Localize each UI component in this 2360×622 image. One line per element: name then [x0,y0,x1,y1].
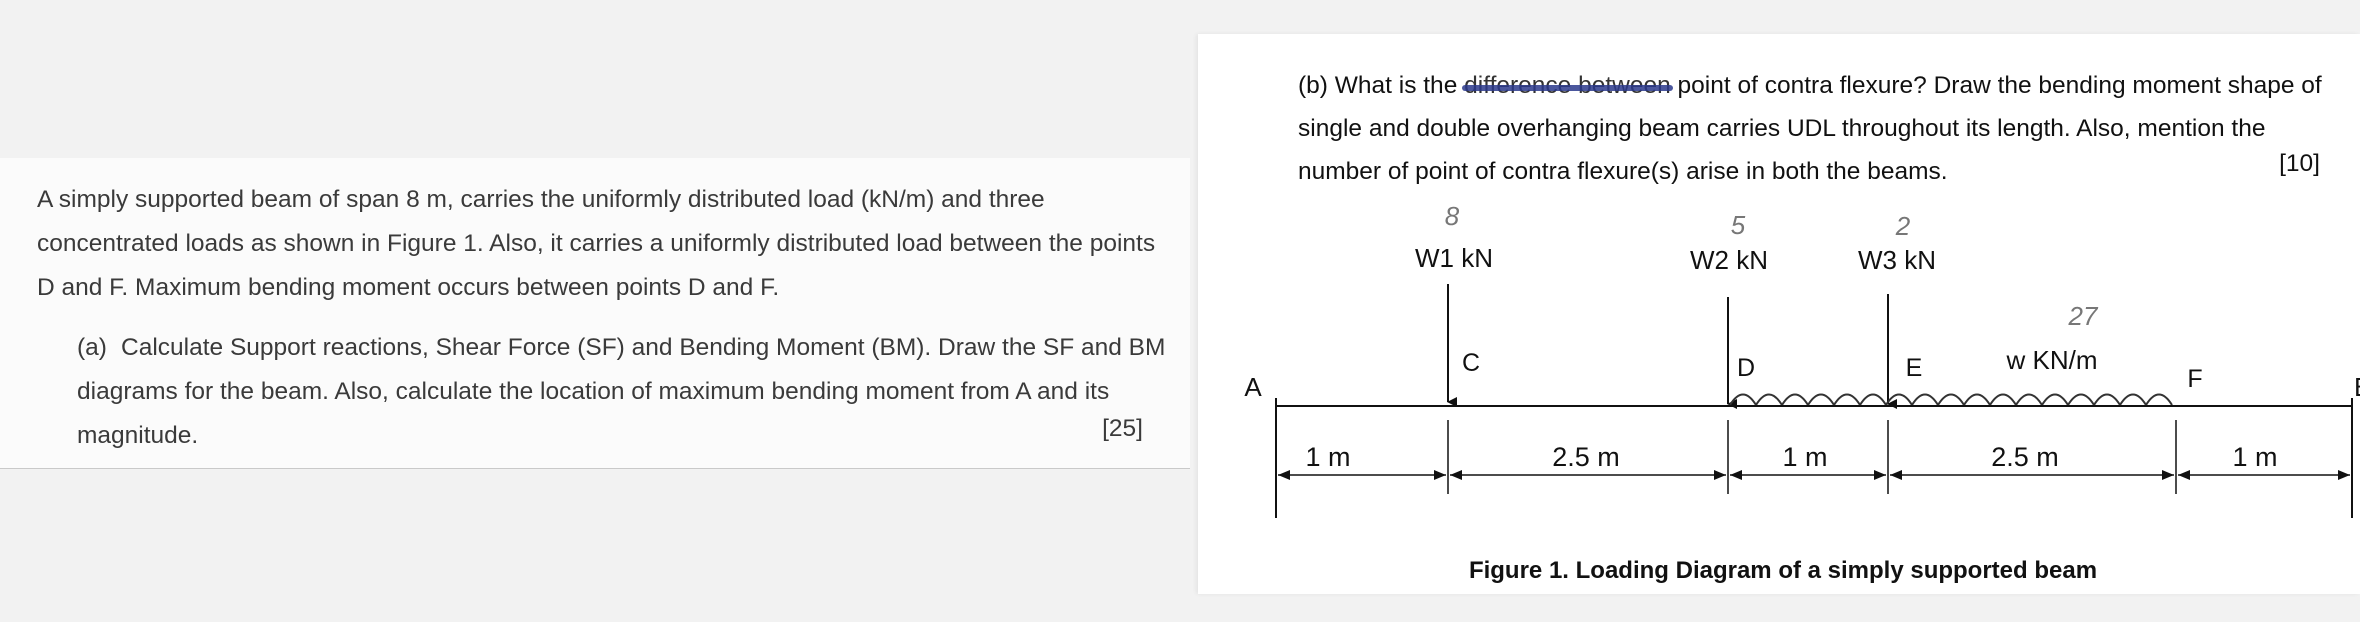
point-label-a: A [1244,372,1262,402]
point-label-b: B [2354,372,2360,402]
dim-label-a-c: 1 m [1305,442,1350,472]
part-a-label: (a) [77,334,107,361]
dim-label-c-d: 2.5 m [1552,442,1620,472]
figure-caption: Figure 1. Loading Diagram of a simply su… [1469,557,2097,584]
handwritten-w: 27 [2068,301,2099,331]
part-b-struck-text: difference between [1464,72,1671,99]
handwritten-w2: 5 [1731,210,1746,240]
udl-wave [1729,393,2173,407]
part-b-marks: [10] [2279,150,2320,177]
problem-statement: A simply supported beam of span 8 m, car… [37,186,1156,301]
part-a-text: Calculate Support reactions, Shear Force… [77,334,1166,449]
part-b-pre: What is the [1334,72,1458,99]
point-label-f: F [2187,365,2202,393]
dim-label-e-f: 2.5 m [1991,442,2059,472]
dim-label-d-e: 1 m [1782,442,1827,472]
handwritten-w3: 2 [1895,211,1911,241]
part-a-marks: [25] [1102,415,1143,442]
question-left-panel: A simply supported beam of span 8 m, car… [0,158,1190,469]
point-label-c: C [1462,349,1480,377]
part-b-post: point of contra flexure? Draw the bendin… [1298,72,2322,185]
load-label-w1: W1 kN [1415,243,1493,273]
point-label-d: D [1737,354,1755,382]
dim-label-f-b: 1 m [2232,442,2277,472]
part-b: (b) What is the difference between point… [1298,64,2338,193]
point-label-e: E [1906,354,1923,382]
handwritten-w1: 8 [1445,201,1460,231]
load-label-w3: W3 kN [1858,245,1936,275]
part-b-label: (b) [1298,72,1328,99]
part-a: (a)Calculate Support reactions, Shear Fo… [77,326,1177,458]
load-label-w: w KN/m [2006,345,2098,375]
load-label-w2: W2 kN [1690,245,1768,275]
loading-diagram: 8 5 2 27 W1 kN W2 kN W3 kN w KN/m A C D … [1244,201,2360,584]
question-right-panel: (b) What is the difference between point… [1198,34,2360,594]
